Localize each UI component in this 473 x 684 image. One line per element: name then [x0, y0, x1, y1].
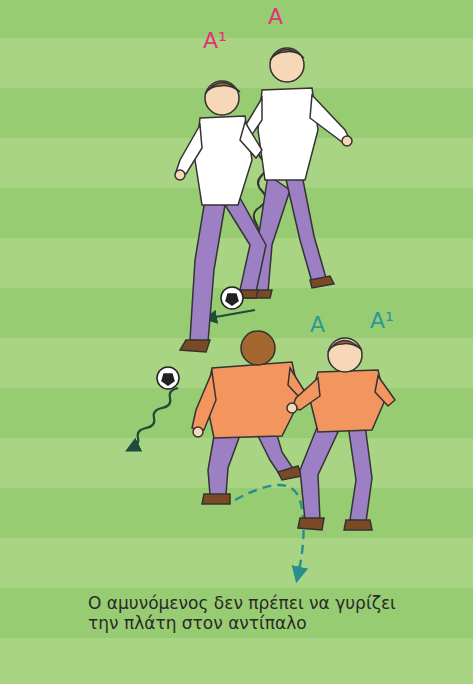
- pass-arrow: [210, 310, 255, 318]
- player-figure: [287, 338, 395, 530]
- player-label: A¹: [203, 28, 227, 53]
- turn-arrow: [235, 485, 304, 575]
- player-label: A: [268, 4, 283, 29]
- player-figure: [192, 331, 305, 504]
- player-label: A: [310, 312, 325, 337]
- dribble-arrow: [132, 388, 178, 448]
- caption: Ο αμυνόμενος δεν πρέπει να γυρίζει την π…: [88, 594, 408, 633]
- player-figure: [175, 81, 266, 352]
- player-label: A¹: [370, 308, 394, 333]
